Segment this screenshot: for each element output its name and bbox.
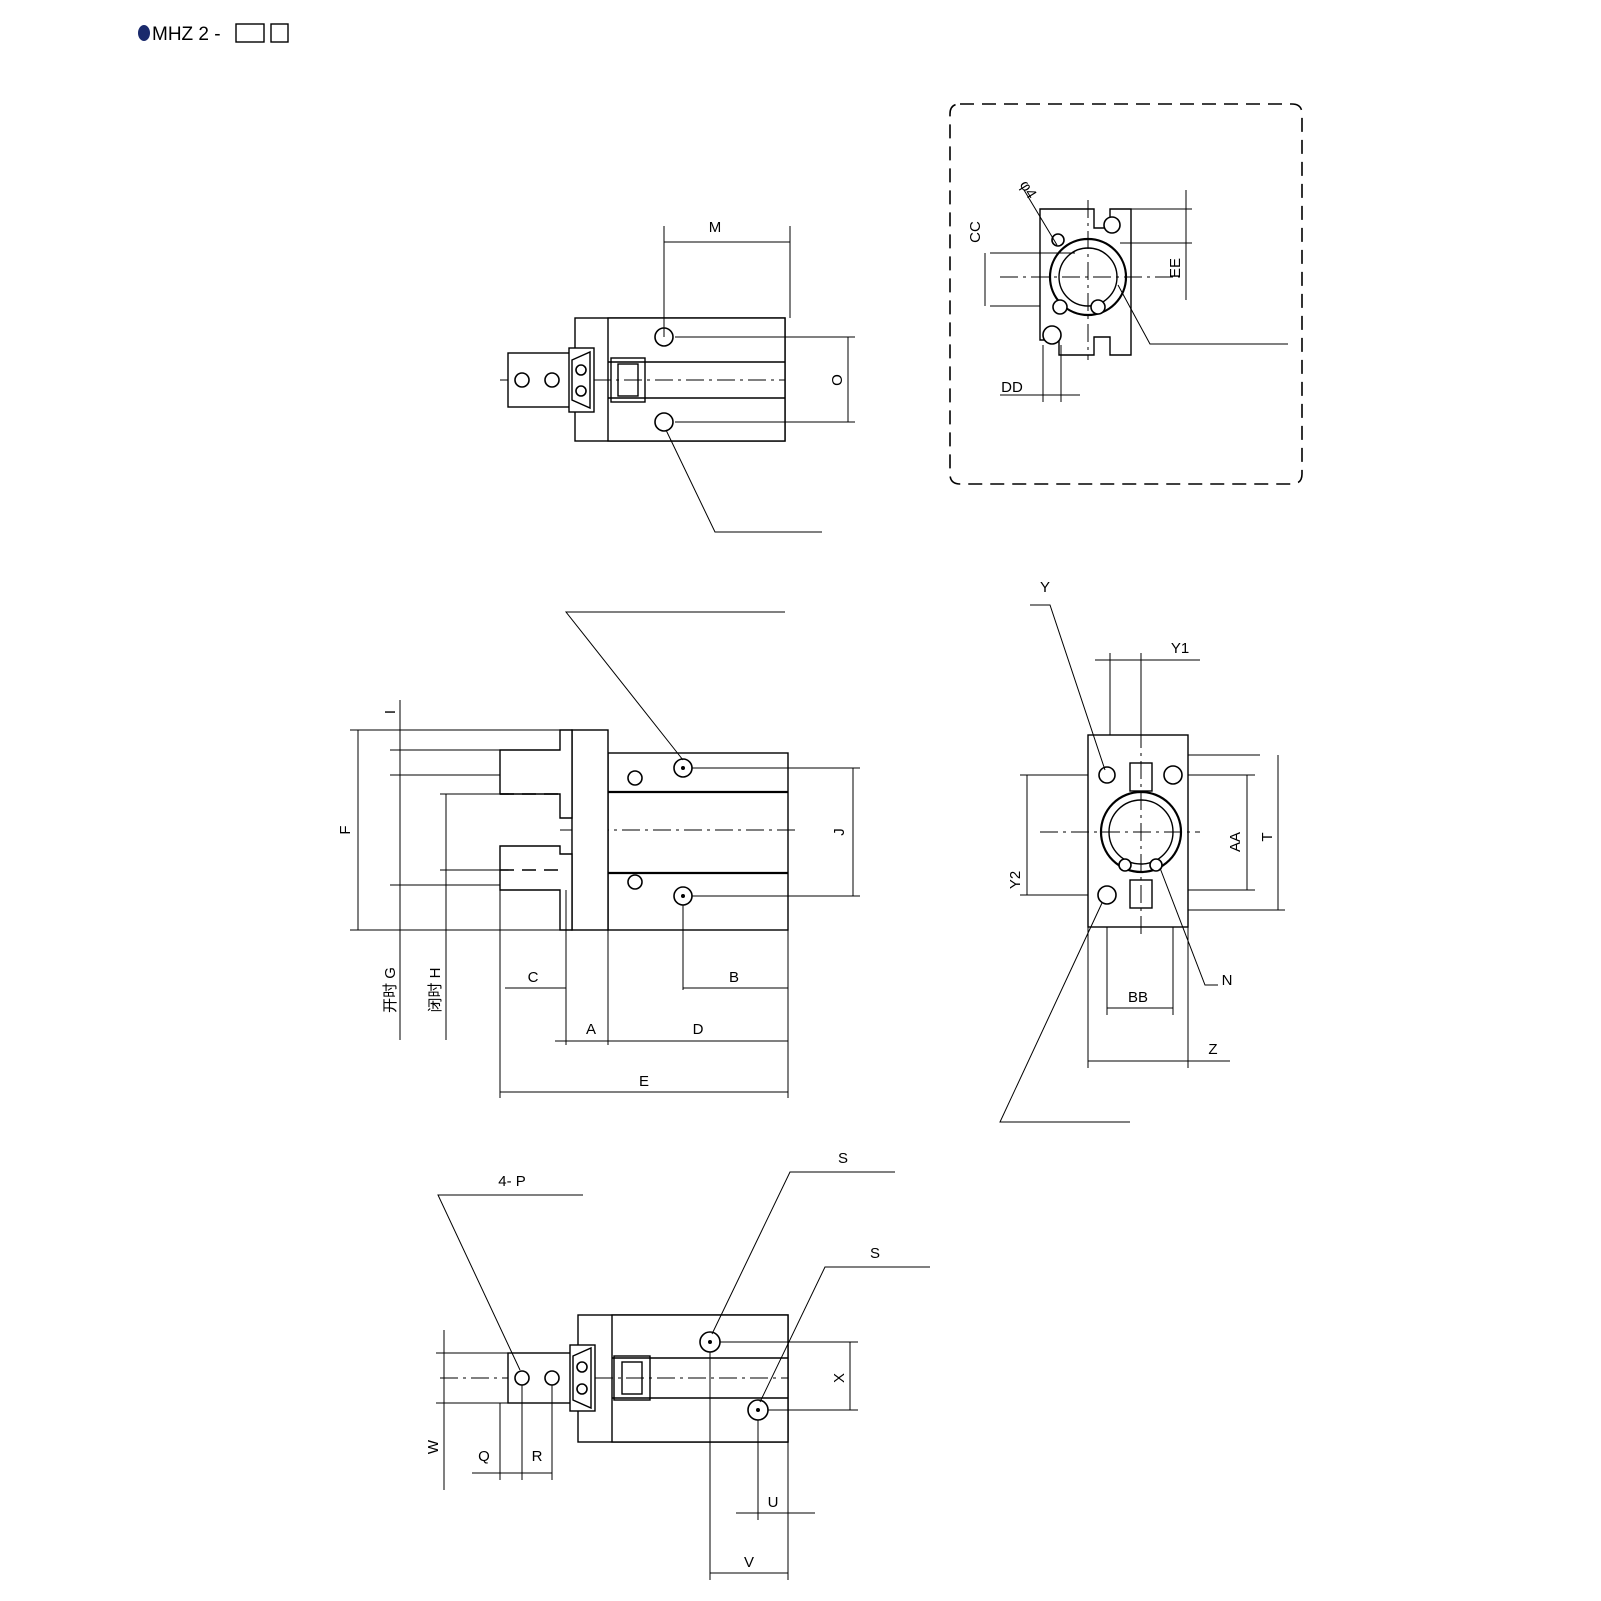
dim-label-Y1: Y1 [1171, 640, 1189, 657]
dim-label-Y2: Y2 [1007, 871, 1024, 889]
title-bullet-icon [138, 25, 150, 41]
front-view: Y Y1 Y2 AA T N BB Z [999, 579, 1285, 1123]
model-suffix-box-1 [235, 23, 265, 43]
dim-label-P: 4- P [498, 1173, 526, 1190]
dim-label-D: D [693, 1021, 704, 1038]
side-view: I F J 开时 G 闭时 H C B A D E [337, 611, 860, 1098]
dim-label-DD: DD [1001, 379, 1023, 396]
dim-label-N: N [1222, 972, 1233, 989]
model-suffix-box-2 [270, 23, 289, 43]
dim-label-BB: BB [1128, 989, 1148, 1006]
dim-label-S1: S [838, 1150, 848, 1167]
dim-label-Y: Y [1040, 579, 1050, 596]
dim-label-O: O [829, 374, 846, 386]
dim-label-T: T [1259, 832, 1276, 841]
dim-label-X: X [831, 1373, 848, 1383]
dim-label-F: F [337, 825, 354, 834]
dim-label-I: I [382, 710, 399, 714]
dim-label-E: E [639, 1073, 649, 1090]
dim-label-AA: AA [1227, 832, 1244, 852]
dim-label-A: A [586, 1021, 596, 1038]
dim-label-V: V [744, 1554, 754, 1571]
model-title: MHZ 2 - [152, 24, 221, 45]
dim-label-S2: S [870, 1245, 880, 1262]
dim-label-W: W [425, 1439, 442, 1454]
dim-label-C: C [528, 969, 539, 986]
end-view-dashed: CC EE DD φ4 [949, 103, 1303, 485]
dim-label-phi4: φ4 [1016, 177, 1040, 201]
title-block: MHZ 2 - [138, 23, 289, 45]
top-view: M O [500, 219, 855, 533]
dim-label-CC: CC [967, 221, 984, 243]
dim-label-Q: Q [478, 1448, 490, 1465]
dim-label-H: 闭时 H [427, 967, 444, 1012]
dim-label-R: R [532, 1448, 543, 1465]
dim-label-J: J [831, 828, 848, 836]
dim-label-EE: EE [1167, 258, 1184, 278]
dim-label-G: 开时 G [382, 967, 399, 1013]
dim-label-B: B [729, 969, 739, 986]
dim-label-Z: Z [1208, 1041, 1217, 1058]
bottom-view: 4- P S S W Q R X U V [425, 1150, 930, 1580]
dim-label-U: U [768, 1494, 779, 1511]
dim-label-M: M [709, 219, 722, 236]
